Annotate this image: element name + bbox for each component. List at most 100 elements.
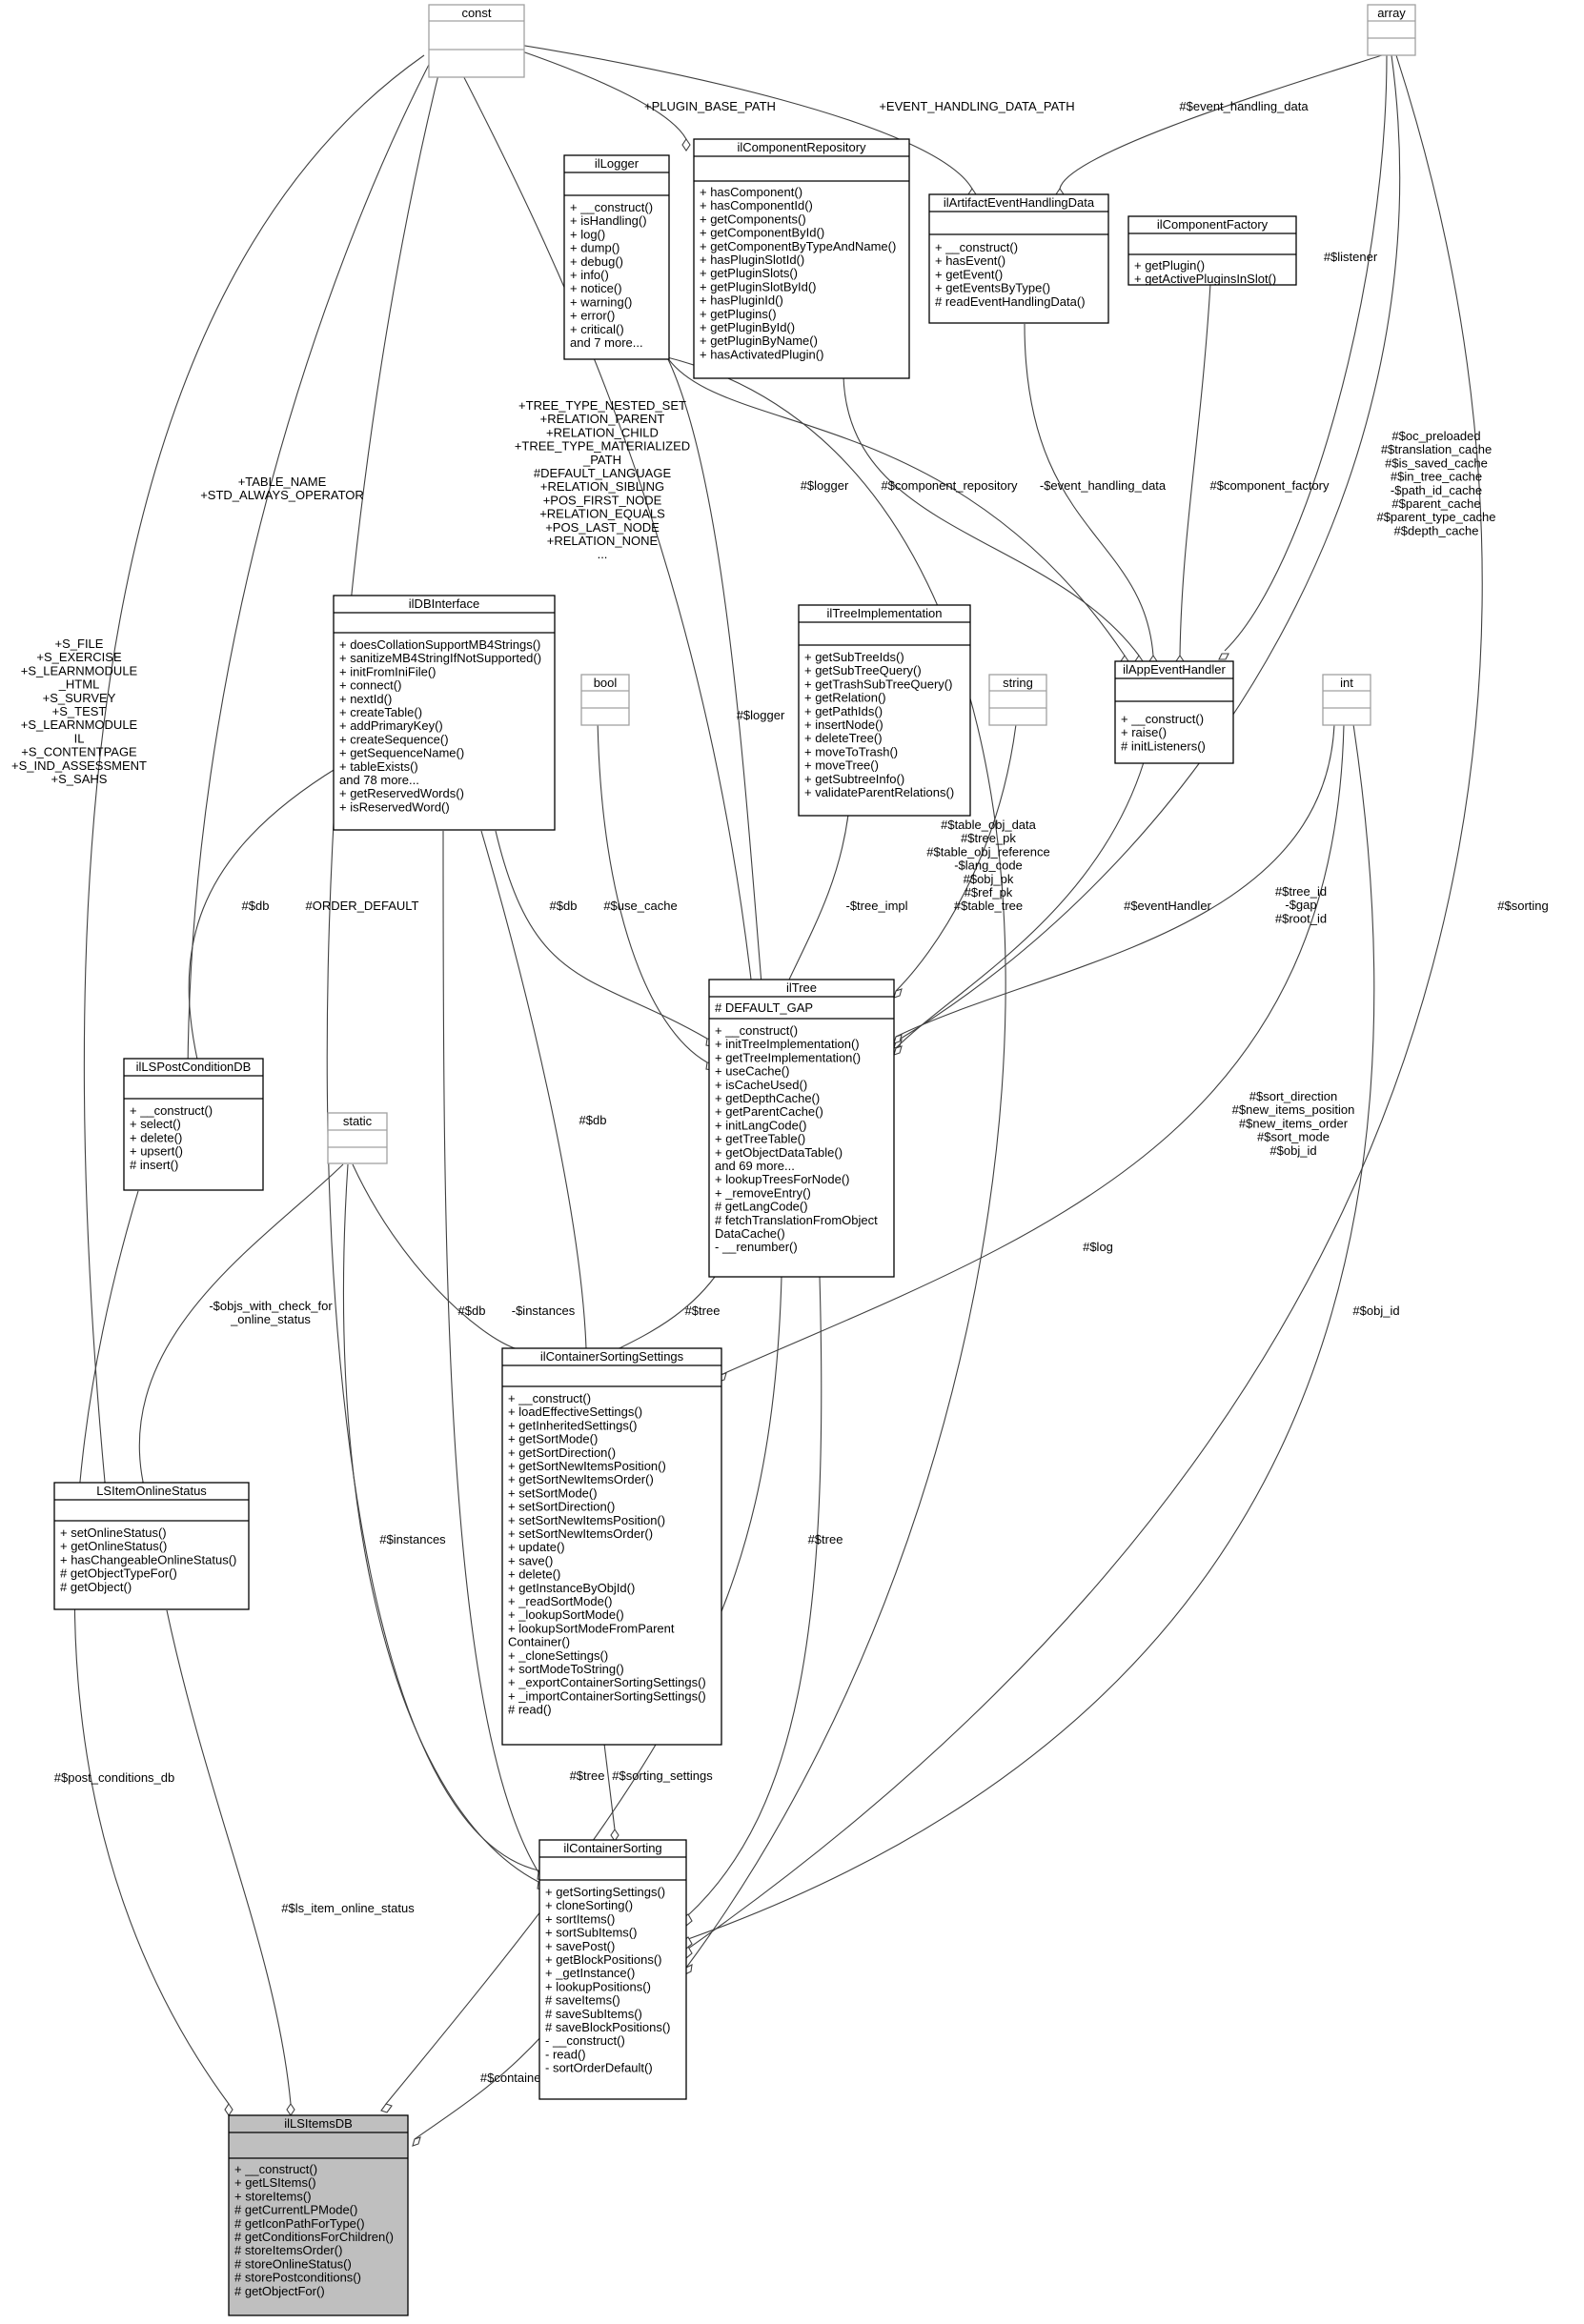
class-ilAppEventHandler[interactable]: ilAppEventHandler + __construct()+ raise… — [1114, 660, 1234, 764]
class-const[interactable]: const — [428, 4, 525, 78]
operations-list: + __construct()+ select()+ delete()+ ups… — [130, 1103, 213, 1172]
operation: # storeItemsOrder() — [234, 2243, 342, 2257]
edge-label-line: -$gap — [1285, 898, 1316, 912]
class-ilTree[interactable]: ilTree # DEFAULT_GAP + __construct()+ in… — [708, 979, 895, 1278]
edge-label-line: _online_status — [230, 1312, 311, 1326]
edge-label-line: #$oc_preloaded — [1391, 429, 1480, 443]
edge-label-line: +PLUGIN_BASE_PATH — [644, 99, 776, 113]
operation: + log() — [570, 227, 605, 241]
class-name: ilContainerSorting — [563, 1841, 661, 1855]
edge-label-line: #$db — [458, 1303, 486, 1318]
operation: + addPrimaryKey() — [339, 718, 443, 733]
operation: + getSubTreeIds() — [804, 650, 904, 664]
edge-label-line: +POS_LAST_NODE — [545, 520, 660, 535]
operation: + getPathIds() — [804, 704, 883, 718]
edge-label-line: #$instances — [379, 1532, 446, 1546]
class-ilArtifactEventHandlingData[interactable]: ilArtifactEventHandlingData + __construc… — [928, 193, 1109, 324]
operations-list: + __construct()+ hasEvent()+ getEvent()+… — [935, 240, 1086, 309]
operation: # saveSubItems() — [545, 2007, 642, 2021]
attribute-default-gap: # DEFAULT_GAP — [715, 1000, 813, 1015]
operation: + getPlugins() — [700, 307, 777, 321]
operation: # getObject() — [60, 1580, 132, 1594]
operations-list: + hasComponent()+ hasComponentId()+ getC… — [700, 185, 896, 361]
edge-bool-to-iltree — [597, 716, 714, 1071]
edge-label-line: +RELATION_EQUALS — [539, 507, 665, 521]
operation: + getLSItems() — [234, 2175, 316, 2190]
class-name: ilDBInterface — [409, 596, 479, 611]
class-ilLSPostConditionDB[interactable]: ilLSPostConditionDB + __construct()+ sel… — [123, 1058, 264, 1191]
operation: + debug() — [570, 254, 623, 269]
operation: + tableExists() — [339, 759, 418, 774]
operation: # storeOnlineStatus() — [234, 2256, 352, 2271]
operation: and 78 more... — [339, 773, 419, 787]
operation: # insert() — [130, 1158, 178, 1172]
edge-artifact-data-to-app-event-handler — [1024, 323, 1158, 668]
operation: - __renumber() — [715, 1240, 798, 1254]
operation: + getSubtreeInfo() — [804, 772, 904, 786]
edge-container-sorting-to-items-db — [412, 2033, 544, 2147]
class-static[interactable]: static — [327, 1112, 388, 1164]
class-name: bool — [594, 676, 618, 690]
operations-list: + getSubTreeIds()+ getSubTreeQuery()+ ge… — [804, 650, 954, 799]
class-name: ilAppEventHandler — [1123, 662, 1226, 677]
edge-label-db-sorting: #$db — [458, 1303, 486, 1318]
operation: + __construct() — [715, 1023, 798, 1038]
edge-label-order-default: #ORDER_DEFAULT — [306, 899, 419, 913]
class-ilComponentFactory[interactable]: ilComponentFactory + getPlugin()+ getAct… — [1127, 215, 1297, 286]
operation: + sortItems() — [545, 1911, 615, 1926]
operation: + dump() — [570, 241, 619, 255]
edge-label-line: +S_EXERCISE — [36, 650, 122, 664]
operation: + nextId() — [339, 692, 392, 706]
operation: + getTrashSubTreeQuery() — [804, 677, 952, 691]
edge-iltree-to-settings — [615, 1276, 716, 1361]
edge-label-line: #$table_tree — [954, 899, 1023, 913]
operation: + __construct() — [234, 2162, 317, 2176]
operation: + getPluginSlots() — [700, 266, 798, 280]
class-ilDBInterface[interactable]: ilDBInterface + doesCollationSupportMB4S… — [333, 595, 556, 831]
edge-postcondition-db-to-items-db — [73, 1190, 234, 2116]
edge-label-line: +RELATION_NONE — [547, 534, 659, 548]
operation: + initTreeImplementation() — [715, 1037, 860, 1051]
operation: + getPlugin() — [1134, 258, 1205, 273]
class-int[interactable]: int — [1322, 674, 1371, 726]
class-array[interactable]: array — [1367, 4, 1416, 56]
class-LSItemOnlineStatus[interactable]: LSItemOnlineStatus + setOnlineStatus()+ … — [53, 1482, 250, 1610]
operation: + createSequence() — [339, 732, 449, 746]
edge-label-instances-settings: -$instances — [512, 1303, 576, 1318]
class-ilContainerSorting[interactable]: ilContainerSorting + getSortingSettings(… — [538, 1839, 687, 2100]
class-ilLogger[interactable]: ilLogger + __construct()+ isHandling()+ … — [563, 154, 670, 360]
class-bool[interactable]: bool — [580, 674, 630, 726]
edge-label-line: +S_SAHS — [51, 772, 108, 786]
edge-label-line: #$tree_id — [1275, 884, 1327, 899]
operation: + moveToTrash() — [804, 744, 898, 758]
operation: # getIconPathForType() — [234, 2216, 365, 2231]
operation: + getOnlineStatus() — [60, 1539, 167, 1553]
edge-label-line: +POS_FIRST_NODE — [543, 493, 662, 507]
edge-array-to-app-event-handler-listener — [1218, 54, 1388, 660]
operation: + raise() — [1121, 725, 1167, 739]
edge-label-line: #$tree — [685, 1303, 721, 1318]
operation: + getComponentById() — [700, 226, 824, 240]
class-ilTreeImplementation[interactable]: ilTreeImplementation + getSubTreeIds()+ … — [798, 604, 971, 817]
operation: # read() — [508, 1703, 552, 1717]
operation: + _lookupSortMode() — [508, 1607, 624, 1622]
class-string[interactable]: string — [988, 674, 1047, 726]
edge-label-tree-id: #$tree_id-$gap#$root_id — [1275, 884, 1327, 925]
operation: # fetchTranslationFromObject — [715, 1213, 878, 1227]
class-ilLSItemsDB[interactable]: ilLSItemsDB + __construct()+ getLSItems(… — [228, 2114, 409, 2316]
operation: # getObjectTypeFor() — [60, 1566, 177, 1581]
class-ilComponentRepository[interactable]: ilComponentRepository + hasComponent()+ … — [693, 138, 910, 379]
operation: + delete() — [130, 1130, 182, 1144]
class-name: ilLSPostConditionDB — [136, 1060, 252, 1074]
edge-label-use-cache: #$use_cache — [603, 899, 677, 913]
operation: + getPluginById() — [700, 320, 795, 334]
operation: + deleteTree() — [804, 731, 883, 745]
operation: and 69 more... — [715, 1159, 795, 1173]
edge-label-event-handling-data-path: +EVENT_HANDLING_DATA_PATH — [879, 99, 1074, 113]
class-ilContainerSortingSettings[interactable]: ilContainerSortingSettings + __construct… — [501, 1347, 722, 1746]
edge-label-line: +RELATION_CHILD — [546, 425, 659, 439]
edge-label-objs-with-check: -$objs_with_check_for_online_status — [209, 1299, 333, 1326]
edge-label-line: _PATH — [582, 453, 621, 467]
edge-label-line: #$obj_id — [1352, 1303, 1399, 1318]
operation: + getInheritedSettings() — [508, 1418, 638, 1432]
